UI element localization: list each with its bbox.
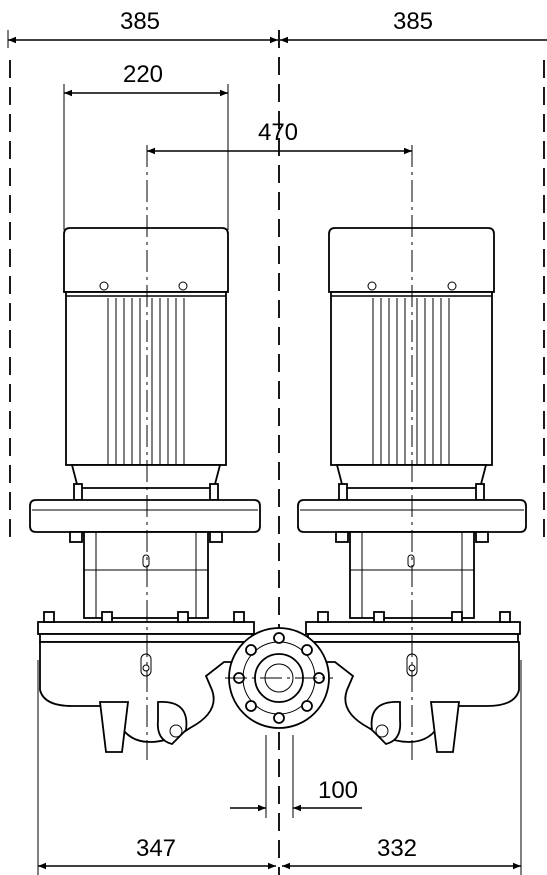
left-pump-unit	[29, 145, 261, 760]
dim-bottom-left-347: 347	[136, 835, 176, 862]
dim-shaft-spacing-470: 470	[258, 119, 298, 146]
left-motor-cap	[63, 227, 229, 293]
left-lantern	[83, 531, 209, 619]
right-pump-casing	[307, 641, 520, 743]
dim-top-left-385: 385	[120, 8, 160, 35]
left-pump-casing	[39, 641, 252, 743]
right-motor-fins	[372, 298, 450, 465]
dim-top-right-385: 385	[393, 8, 433, 35]
dim-motor-220: 220	[123, 61, 163, 88]
port-bolt-holes	[233, 632, 325, 724]
right-pump-flange	[305, 621, 521, 635]
left-motor-body	[65, 291, 227, 466]
central-port-flange	[225, 627, 333, 729]
dimension-labels: 385 385 220 470 100 347 332	[120, 8, 433, 862]
left-pump-flange	[37, 621, 255, 635]
left-motor-fins	[107, 298, 185, 465]
left-motor-flange	[29, 499, 261, 533]
left-pump-foot	[98, 701, 130, 753]
dimension-lines	[7, 30, 547, 875]
right-pump-unit	[297, 145, 527, 760]
dim-bottom-right-332: 332	[377, 835, 417, 862]
right-pump-foot	[429, 701, 461, 753]
dim-port-100: 100	[318, 777, 358, 804]
